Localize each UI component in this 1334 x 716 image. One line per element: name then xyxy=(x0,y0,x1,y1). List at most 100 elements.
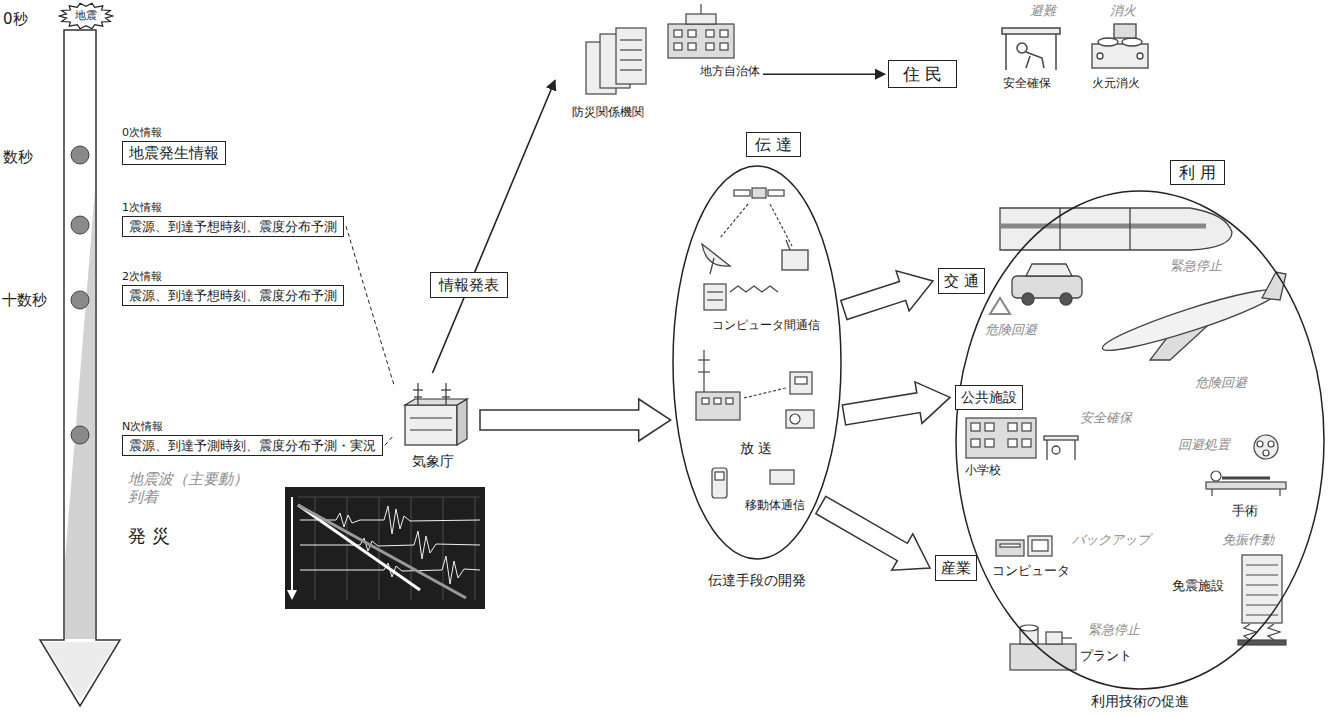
jma-building xyxy=(457,399,467,445)
school-icon xyxy=(1008,439,1017,447)
action-label: 回避処置 xyxy=(1178,437,1230,453)
school-icon xyxy=(1022,439,1031,447)
school-icon xyxy=(1008,423,1017,431)
computer-link xyxy=(730,286,778,292)
seismogram xyxy=(285,487,485,609)
seismogram xyxy=(347,497,348,600)
car-icon xyxy=(1012,264,1082,305)
school-icon xyxy=(985,423,994,431)
stove-icon xyxy=(1092,24,1148,68)
satellite-icon xyxy=(768,190,784,196)
info-heading: 2次情報 xyxy=(122,270,344,283)
jma-building xyxy=(442,396,450,397)
block-arrow xyxy=(841,271,933,320)
jma-building xyxy=(410,417,452,418)
satellite-icon xyxy=(720,204,748,238)
info-box: 2次情報震源、到達予想時刻、震度分布予測 xyxy=(122,270,344,306)
box-label: 住 民 xyxy=(888,60,957,88)
info-heading: 1次情報 xyxy=(122,201,344,214)
receiver-icon xyxy=(782,250,808,270)
agency-icon xyxy=(586,28,646,94)
computer-icon xyxy=(1000,544,1020,547)
receiver-icon xyxy=(786,240,790,250)
text-label: 0秒 xyxy=(3,10,28,28)
computer-icon xyxy=(996,540,1024,556)
isolated-building xyxy=(1246,614,1278,615)
sector-box: 交 通 xyxy=(938,268,985,294)
agency-label: 気象庁 xyxy=(390,453,475,470)
broadcast-tower xyxy=(696,350,786,420)
dish-antenna xyxy=(702,244,730,274)
time-dot xyxy=(71,426,89,444)
agency-icon xyxy=(620,39,642,40)
text-label: 十数秒 xyxy=(2,291,47,309)
action-label: 危険回避 xyxy=(1195,375,1247,391)
info-box: N次情報震源、到達予測時刻、震度分布予測・実況 xyxy=(122,420,383,456)
group-caption: 伝達手段の開発 xyxy=(672,572,842,589)
school-icon xyxy=(966,418,1036,458)
desk-icon xyxy=(1074,440,1075,460)
time-arrow xyxy=(40,30,120,706)
plant-icon xyxy=(1046,632,1062,644)
block-arrow xyxy=(816,496,930,570)
seismogram xyxy=(298,497,480,498)
info-heading: N次情報 xyxy=(122,420,383,433)
arrow-connector xyxy=(763,73,885,75)
time-dot xyxy=(71,291,89,309)
jma-building xyxy=(405,399,467,405)
mobile-phone xyxy=(770,470,794,484)
satellite-icon xyxy=(752,188,766,198)
text-label: 移動体通信 xyxy=(745,498,805,512)
stove-icon xyxy=(1092,44,1148,68)
city-hall-icon xyxy=(700,4,701,14)
info-body: 地震発生情報 xyxy=(122,141,226,165)
warning-triangle xyxy=(990,298,1010,314)
time-arrow xyxy=(43,642,117,700)
stove-icon xyxy=(1098,38,1118,46)
action-label: バックアップ xyxy=(1072,532,1150,548)
train-icon xyxy=(1000,224,1206,229)
isolated-building xyxy=(1242,555,1282,623)
isolated-building xyxy=(1246,604,1278,605)
receiver-icon xyxy=(782,240,808,270)
info-body: 震源、到達予想時刻、震度分布予測 xyxy=(122,216,344,237)
surgery-icon xyxy=(1254,435,1278,459)
jma-building xyxy=(410,429,452,430)
burst-label: 地震 xyxy=(58,2,114,30)
broadcast-tower xyxy=(714,398,721,404)
time-dot xyxy=(71,146,89,164)
desk-icon xyxy=(1044,436,1078,440)
box-label: 交 通 xyxy=(938,268,985,294)
text-label: 手術 xyxy=(1232,503,1258,519)
school-icon xyxy=(971,439,980,447)
train-icon xyxy=(1129,208,1130,250)
seismogram xyxy=(298,505,466,598)
car-icon xyxy=(1022,293,1034,305)
isolated-building xyxy=(1246,564,1278,565)
text-label: 免震施設 xyxy=(1172,578,1224,594)
airplane-icon xyxy=(1099,281,1281,359)
computer-icon xyxy=(996,536,1052,556)
plant-icon xyxy=(1020,625,1038,631)
radio-icon xyxy=(790,414,800,424)
isolated-building xyxy=(1246,565,1278,615)
agency-node: 防災関係機関 xyxy=(558,22,658,119)
seismogram xyxy=(298,505,420,590)
broadcast-tower xyxy=(702,398,709,404)
mobile-phone xyxy=(715,472,724,480)
mobile-phone xyxy=(712,468,794,498)
edge-label: 情報発表 xyxy=(430,272,508,298)
broadcast-tower xyxy=(702,398,733,404)
ellipse-outline xyxy=(956,191,1324,689)
block-arrow xyxy=(480,399,671,441)
isolated-building xyxy=(1246,594,1278,595)
time-dot xyxy=(71,146,89,444)
city-hall-icon xyxy=(668,4,734,58)
text-label: プラント xyxy=(1080,648,1132,664)
info-box: 1次情報震源、到達予想時刻、震度分布予測 xyxy=(122,201,344,237)
text-label: 火元消火 xyxy=(1092,76,1140,90)
info-heading: 0次情報 xyxy=(122,126,226,139)
desk-icon xyxy=(1046,440,1047,460)
